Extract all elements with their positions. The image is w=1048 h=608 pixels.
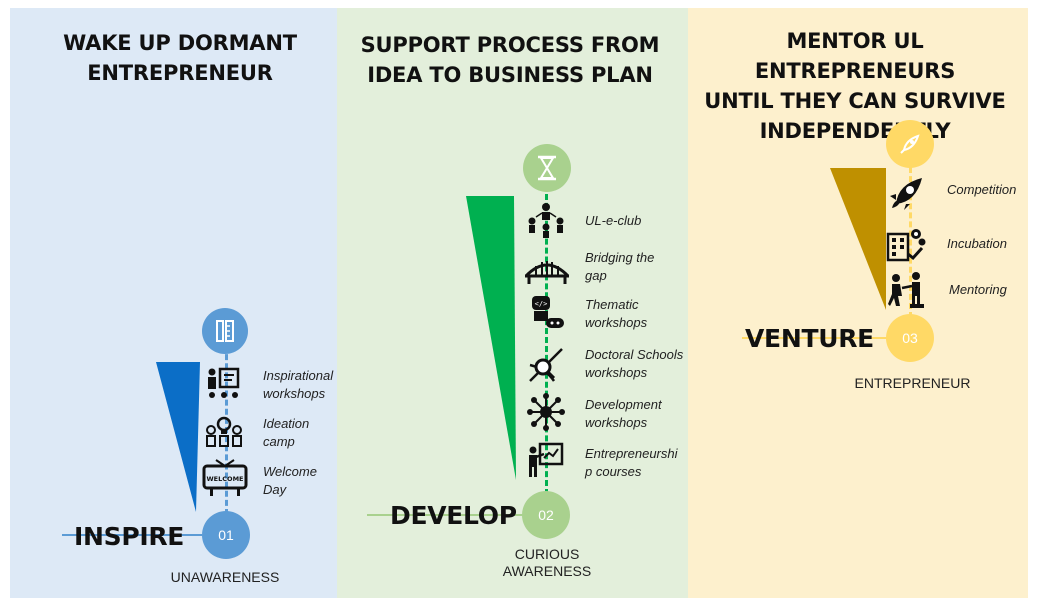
inspire-stage-line [62, 534, 202, 536]
rocket-launch-icon [888, 172, 928, 212]
venture-wedge [830, 168, 886, 310]
teacher-board-icon [526, 440, 566, 480]
venture-stage-line [742, 337, 887, 339]
venture-item-3-label: Mentoring [949, 282, 1007, 297]
develop-number-circle: 02 [522, 491, 570, 539]
develop-stage-label: DEVELOP [390, 501, 517, 530]
inspire-level-label: UNAWARENESS [170, 569, 280, 585]
svg-text:</>: </> [535, 300, 548, 308]
inspire-panel [10, 8, 337, 598]
develop-item-3-label: Thematic workshops [585, 297, 648, 330]
hourglass-icon [523, 144, 571, 192]
inspire-item-2-label: Ideation camp [263, 416, 310, 449]
ruler-pencil-icon [202, 308, 248, 354]
inspire-item-3-label: Welcome Day [263, 464, 317, 497]
venture-stage-label: VENTURE [745, 324, 874, 353]
robot-code-icon: </> [526, 292, 566, 332]
dna-search-icon [526, 345, 566, 385]
inspire-stage-label: INSPIRE [74, 522, 185, 551]
welcome-sign-icon: WELCOME [202, 458, 248, 498]
inspire-item-1-label: Inspirational workshops [263, 368, 334, 401]
presentation-icon [204, 363, 244, 403]
venture-heading: MENTOR UL ENTREPRENEURS UNTIL THEY CAN S… [704, 29, 1006, 143]
network-people-icon [526, 199, 566, 239]
rocket-icon [886, 120, 934, 168]
develop-wedge [466, 196, 516, 480]
develop-stage-line [367, 514, 527, 516]
develop-heading: SUPPORT PROCESS FROM IDEA TO BUSINESS PL… [360, 33, 660, 87]
develop-connector-line [545, 185, 548, 495]
inspire-number: 01 [218, 527, 234, 543]
inspire-heading: WAKE UP DORMANT ENTREPRENEUR [63, 31, 297, 85]
building-gear-icon [886, 224, 926, 264]
venture-item-1-label: Competition [947, 182, 1017, 197]
develop-item-2-label: Bridging the gap [585, 250, 655, 283]
venture-number-circle: 03 [886, 314, 934, 362]
develop-item-4-label: Doctoral Schools workshops [585, 347, 684, 380]
welcome-sign-text: WELCOME [207, 475, 244, 483]
inspire-number-circle: 01 [202, 511, 250, 559]
inspire-wedge [156, 362, 200, 512]
develop-level-label: CURIOUS AWARENESS [502, 546, 592, 579]
idea-team-icon [204, 410, 244, 450]
venture-item-2-label: Incubation [947, 236, 1007, 251]
mentoring-icon [886, 270, 926, 310]
develop-item-5-label: Development workshops [585, 397, 662, 430]
venture-number: 03 [902, 330, 918, 346]
hub-icon [526, 392, 566, 432]
develop-item-1-label: UL-e-club [585, 213, 642, 228]
bridge-icon [524, 250, 570, 290]
develop-number: 02 [538, 507, 554, 523]
venture-level-label: ENTREPRENEUR [854, 375, 971, 391]
venture-connector-line [909, 158, 912, 318]
venture-panel [688, 8, 1028, 598]
develop-item-6-label: Entrepreneurshi p courses [585, 446, 678, 479]
